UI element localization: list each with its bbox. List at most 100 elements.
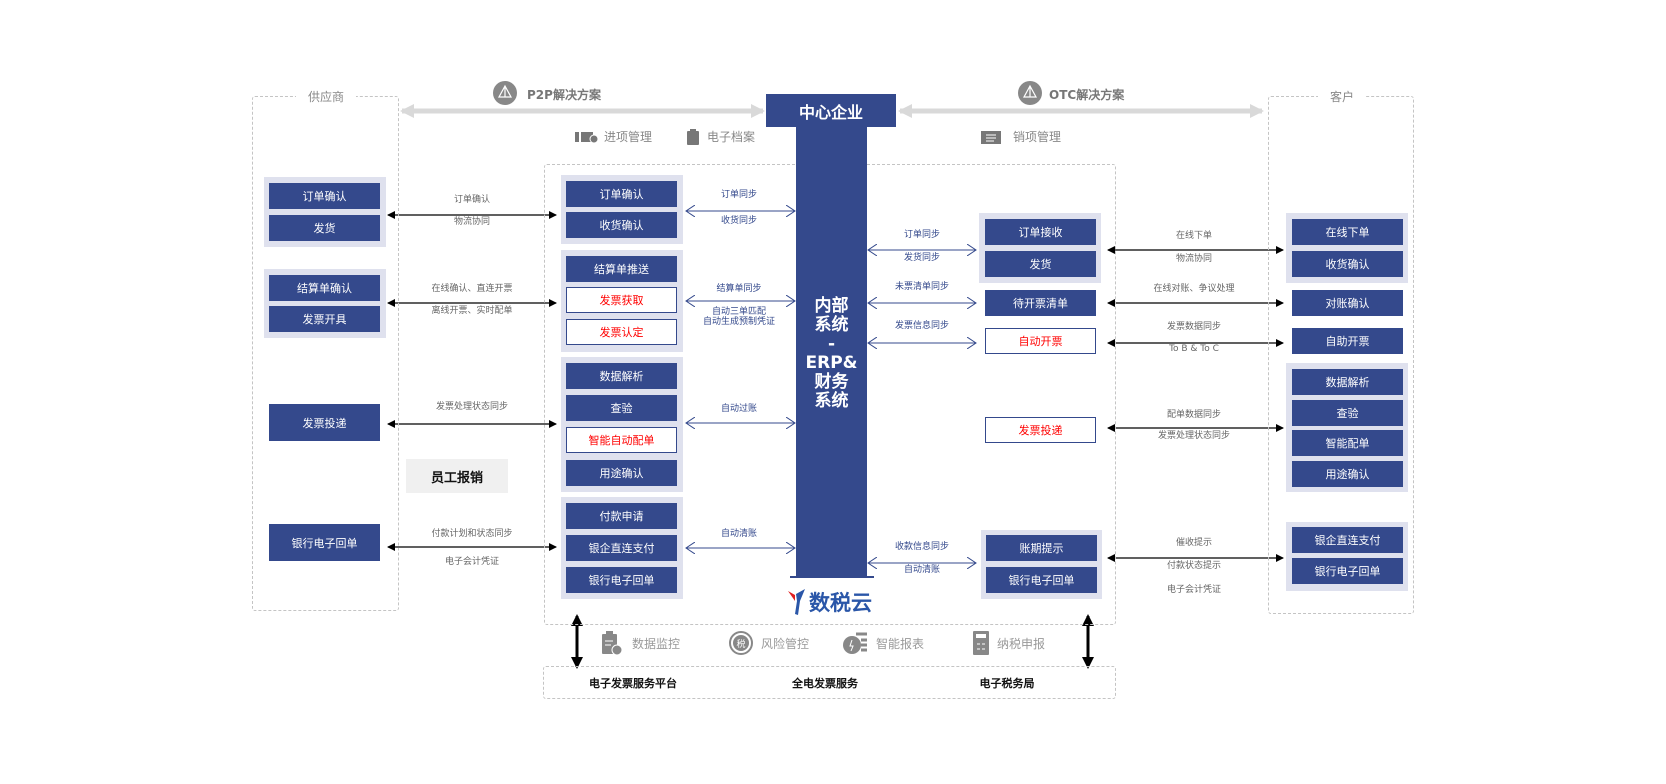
core-line: -	[827, 334, 836, 354]
link-label: To B & To C	[1169, 344, 1219, 354]
platform-label: 电子发票服务平台	[589, 677, 677, 690]
inbound-icon	[575, 132, 599, 144]
middle-usage-confirm[interactable]: 用途确认	[566, 460, 677, 486]
link-label: 发票处理状态同步	[1157, 431, 1231, 441]
customer-usage-confirm[interactable]: 用途确认	[1292, 461, 1403, 487]
middle-smart-match[interactable]: 智能自动配单	[566, 427, 677, 453]
supplier-order-confirm[interactable]: 订单确认	[269, 183, 380, 209]
p2p-icon	[493, 81, 517, 105]
customer-title: 客户	[1318, 88, 1367, 105]
service-label: 风险管控	[761, 637, 810, 651]
link-label: 付款计划和状态同步	[431, 529, 513, 539]
p2p-label: P2P解决方案	[527, 88, 601, 102]
supplier-invoice-delivery[interactable]: 发票投递	[269, 404, 380, 441]
right-auto-invoice[interactable]: 自动开票	[985, 328, 1096, 354]
outbound-label: 销项管理	[1013, 130, 1062, 144]
supplier-settle-confirm[interactable]: 结算单确认	[269, 275, 380, 301]
middle-invoice-certify[interactable]: 发票认定	[566, 319, 677, 345]
supplier-invoice-issue[interactable]: 发票开具	[269, 306, 380, 332]
customer-verify[interactable]: 查验	[1292, 400, 1403, 426]
clipboard-icon	[687, 129, 699, 145]
core-line: 内部	[814, 296, 849, 316]
link-label: 电子会计凭证	[444, 557, 500, 567]
middle-data-parse[interactable]: 数据解析	[566, 363, 677, 389]
platform-label: 全电发票服务	[792, 677, 858, 690]
customer-bank-direct-pay[interactable]: 银企直连支付	[1292, 527, 1403, 553]
outbound-icon	[981, 131, 1001, 144]
link-label: 离线开票、实时配单	[431, 306, 513, 316]
right-invoice-delivery[interactable]: 发票投递	[985, 417, 1096, 443]
link-label: 电子会计凭证	[1166, 585, 1222, 595]
middle-receipt-confirm[interactable]: 收货确认	[566, 212, 677, 238]
link-label: 发票信息同步	[894, 321, 950, 331]
link-label: 订单同步	[903, 230, 941, 240]
customer-smart-match[interactable]: 智能配单	[1292, 430, 1403, 456]
platform-label: 电子税务局	[979, 677, 1035, 690]
link-label: 收货同步	[720, 216, 758, 226]
platform-frame	[543, 666, 1116, 699]
link-label: 物流协同	[1175, 254, 1213, 264]
link-label: 订单确认	[453, 195, 491, 205]
supplier-title: 供应商	[296, 88, 357, 105]
middle-payment-request[interactable]: 付款申请	[566, 503, 677, 529]
calculator-icon	[973, 631, 989, 655]
link-label: 订单同步	[720, 190, 758, 200]
logo-text: 数税云	[809, 591, 872, 615]
service-label: 智能报表	[876, 637, 925, 651]
inbound-label: 进项管理	[604, 130, 653, 144]
link-label: 物流协同	[453, 217, 491, 227]
link-label: 收款信息同步	[894, 542, 950, 552]
customer-online-order[interactable]: 在线下单	[1292, 219, 1403, 245]
tax-risk-icon: 税	[729, 631, 753, 655]
middle-invoice-fetch[interactable]: 发票获取	[566, 287, 677, 313]
core-system-column: 内部 系统 - ERP& 财务 系统	[796, 127, 867, 577]
core-line: 系统	[814, 391, 849, 411]
right-order-receive[interactable]: 订单接收	[985, 219, 1096, 245]
otc-icon	[1018, 81, 1042, 105]
link-label: 付款状态提示	[1166, 561, 1222, 571]
core-line: ERP&	[805, 353, 858, 373]
link-label: 发票处理状态同步	[435, 402, 509, 412]
data-monitor-icon	[602, 631, 622, 655]
logo-icon	[788, 589, 805, 615]
middle-order-confirm[interactable]: 订单确认	[566, 181, 677, 207]
logo: 数税云	[788, 587, 872, 617]
link-label: 在线下单	[1175, 231, 1213, 241]
middle-bank-direct-pay[interactable]: 银企直连支付	[566, 535, 677, 561]
customer-self-invoice[interactable]: 自助开票	[1292, 328, 1403, 354]
link-label: 自动清账	[903, 565, 941, 575]
customer-reconcile[interactable]: 对账确认	[1292, 290, 1403, 316]
customer-data-parse[interactable]: 数据解析	[1292, 369, 1403, 395]
link-label: 在线对账、争议处理	[1153, 284, 1235, 294]
link-label: 未票清单同步	[894, 282, 950, 292]
right-pending-invoice[interactable]: 待开票清单	[985, 290, 1096, 316]
link-label: 自动生成预制凭证	[702, 317, 776, 327]
middle-settle-push[interactable]: 结算单推送	[566, 256, 677, 282]
middle-verify[interactable]: 查验	[566, 395, 677, 421]
middle-bank-receipt[interactable]: 银行电子回单	[566, 567, 677, 593]
supplier-bank-receipt[interactable]: 银行电子回单	[269, 524, 380, 561]
customer-receipt-confirm[interactable]: 收货确认	[1292, 251, 1403, 277]
right-bank-receipt[interactable]: 银行电子回单	[986, 567, 1097, 593]
link-label: 结算单同步	[716, 284, 762, 294]
archive-label: 电子档案	[707, 130, 756, 144]
smart-report-icon	[843, 632, 867, 654]
core-line: 系统	[814, 315, 849, 335]
service-label: 纳税申报	[997, 637, 1046, 651]
service-label: 数据监控	[632, 637, 681, 651]
employee-expense-button[interactable]: 员工报销	[406, 459, 508, 493]
link-label: 发货同步	[903, 253, 941, 263]
link-label: 发票数据同步	[1166, 322, 1222, 332]
link-label: 配单数据同步	[1166, 410, 1222, 420]
link-label: 催收提示	[1175, 538, 1213, 548]
svg-text:税: 税	[736, 638, 745, 650]
right-ship[interactable]: 发货	[985, 251, 1096, 277]
link-label: 自动三单匹配	[711, 307, 767, 317]
right-due-reminder[interactable]: 账期提示	[986, 535, 1097, 561]
supplier-ship[interactable]: 发货	[269, 215, 380, 241]
customer-bank-receipt[interactable]: 银行电子回单	[1292, 558, 1403, 584]
center-enterprise-header: 中心企业	[766, 94, 896, 127]
link-label: 自动清账	[720, 529, 758, 539]
